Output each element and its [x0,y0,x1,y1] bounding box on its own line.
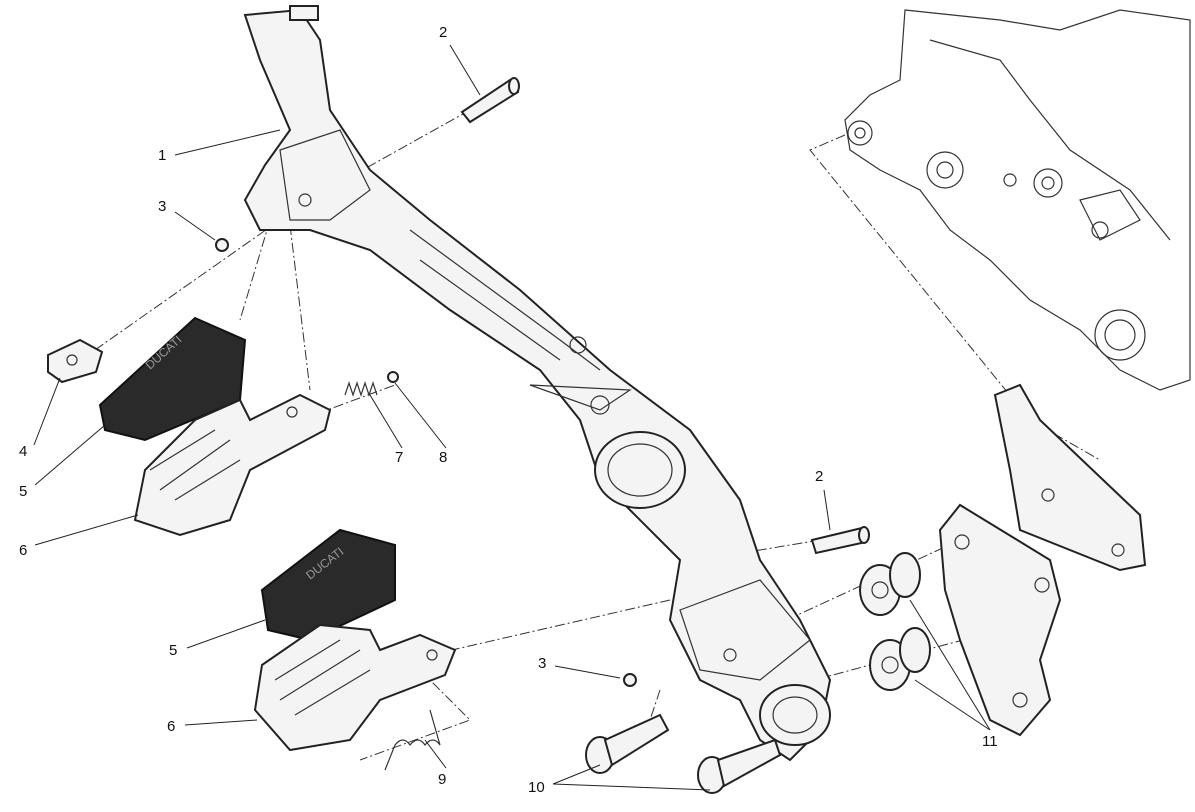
spring-7 [344,381,378,397]
pin-2-upper [460,77,520,124]
washer-3-lower [623,673,637,687]
ball-8 [387,371,399,383]
callout-10: 10 [528,779,545,796]
pin-2-lower [810,526,870,555]
mounting-plate [938,503,1062,737]
footpeg-lower [253,623,457,752]
callout-4: 4 [19,443,28,460]
bushings-11 [859,552,931,691]
part-4 [47,338,104,384]
callout-2: 2 [439,24,448,41]
callout-8: 8 [439,449,448,466]
footrest-bracket [243,5,832,762]
bolts-10 [585,713,782,794]
callout-6: 6 [19,542,28,559]
bracket-plate [993,383,1147,572]
rubber-pad-lower: DUCATI [260,528,396,642]
spring-9 [384,709,441,771]
callout-2-lower: 2 [815,468,824,485]
leader-lines [33,44,991,791]
callout-3-lower: 3 [538,655,547,672]
footpeg-upper [133,393,332,537]
engine-case [844,9,1191,391]
callout-5: 5 [19,483,28,500]
callout-11: 11 [982,733,998,750]
callout-3: 3 [158,198,167,215]
washer-3-upper [215,238,229,252]
callout-1: 1 [158,147,167,164]
callout-6-lower: 6 [167,718,176,735]
callout-9: 9 [438,771,447,788]
callout-5-lower: 5 [169,642,178,659]
callout-7: 7 [395,449,404,466]
